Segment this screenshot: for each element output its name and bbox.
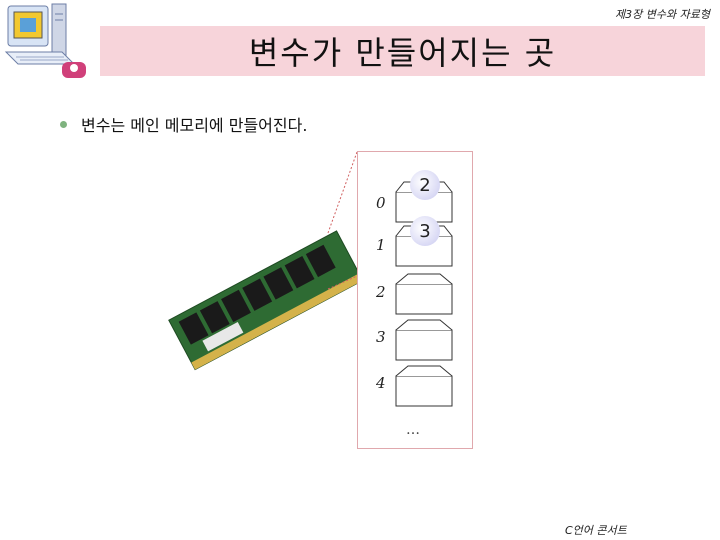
footer-label: C언어 콘서트 [565, 524, 627, 537]
memory-box-icon [395, 319, 453, 361]
connector-lines [327, 151, 358, 290]
address-label: 1 [376, 236, 386, 254]
memory-panel: 0 1 2 3 4 2 3 … [357, 151, 473, 449]
bullet-item: 변수는 메인 메모리에 만들어진다. [60, 112, 307, 136]
address-label: 4 [376, 374, 386, 392]
bullet-dot-icon [60, 120, 67, 128]
memory-box-icon [395, 273, 453, 315]
address-label: 2 [376, 283, 386, 301]
chapter-label: 제3장 변수와 자료형 [615, 8, 710, 21]
ellipsis-label: … [406, 422, 420, 438]
computer-logo-icon [4, 3, 86, 78]
page-title: 변수가 만들어지는 곳 [248, 34, 557, 72]
memory-box-icon [395, 365, 453, 407]
address-label: 0 [376, 194, 386, 212]
ram-module-image [168, 230, 360, 371]
value-bubble: 2 [410, 170, 440, 200]
bullet-text: 변수는 메인 메모리에 만들어진다. [81, 116, 308, 135]
address-label: 3 [376, 328, 386, 346]
value-bubble: 3 [410, 216, 440, 246]
title-banner: 변수가 만들어지는 곳 [100, 26, 705, 76]
